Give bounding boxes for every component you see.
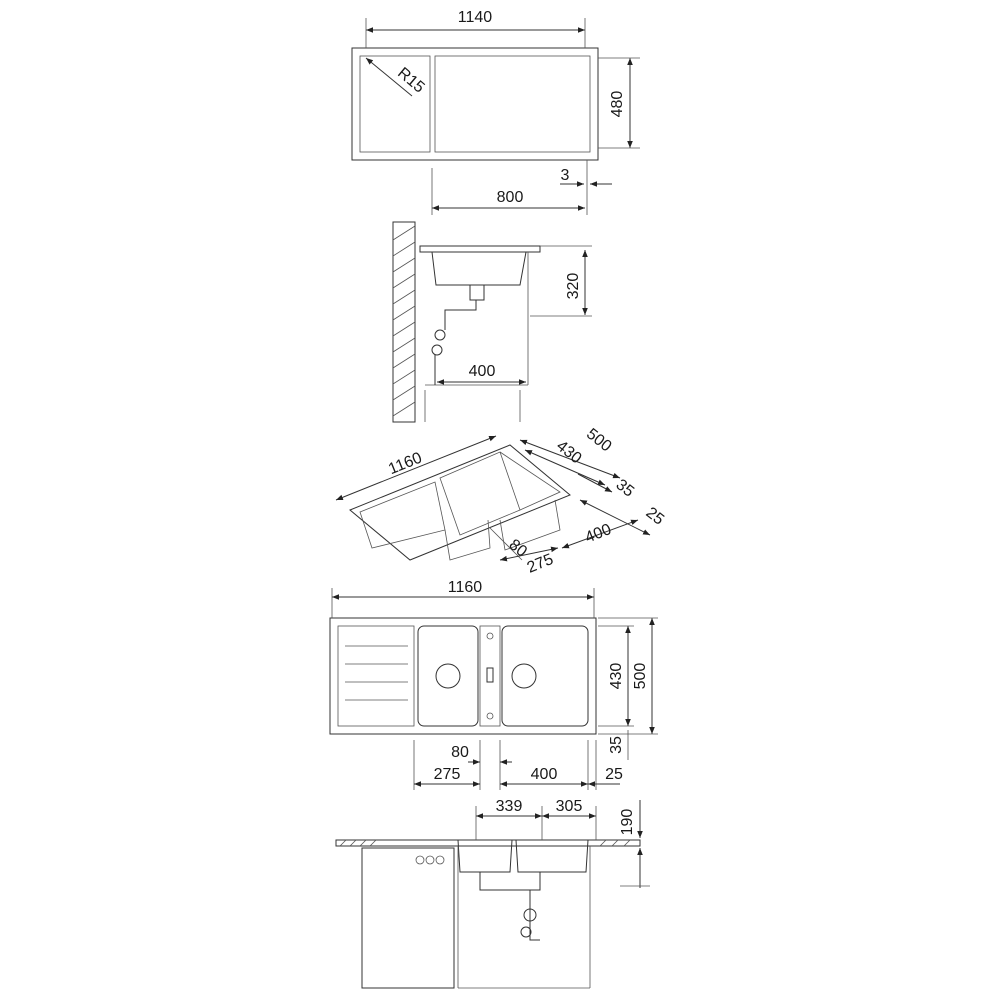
dim-section-left: 339 <box>496 798 523 815</box>
dim-top-gap: 3 <box>561 167 570 184</box>
plan-view-drainer <box>337 625 415 727</box>
dim-side-depth: 320 <box>565 273 582 300</box>
dim-iso-length: 1160 <box>386 449 424 478</box>
iso-view-bowl-large <box>499 451 561 511</box>
dim-iso-edge: 25 <box>643 504 668 528</box>
side-view-countertop <box>419 245 541 253</box>
dim-iso-divider: 80 <box>506 536 531 560</box>
dim-top-width: 1140 <box>458 9 493 26</box>
dim-iso-width-outer: 500 <box>583 426 615 456</box>
dim-section-right: 305 <box>556 798 583 815</box>
dim-plan-bowl-large: 400 <box>531 766 558 783</box>
plan-view-divider <box>479 625 501 727</box>
dim-plan-rim: 35 <box>608 736 625 754</box>
top-view-outline <box>351 47 599 161</box>
top-view-bowl-left <box>359 55 431 153</box>
dim-iso-bowl-small: 275 <box>525 551 556 577</box>
plan-view-bowl-small <box>417 625 479 727</box>
dim-plan-width-inner: 430 <box>608 663 625 690</box>
dim-top-radius: R15 <box>394 65 427 97</box>
dim-iso-rim: 35 <box>613 476 638 500</box>
dim-side-cabinet: 400 <box>469 363 496 380</box>
section-view-countertop <box>335 839 641 847</box>
section-view-dishwasher <box>361 847 455 989</box>
dim-plan-divider: 80 <box>451 744 469 761</box>
section-view-bowl-right <box>515 839 589 873</box>
top-view-bowl-right <box>434 55 591 153</box>
dim-plan-bowl-small: 275 <box>434 766 461 783</box>
plan-view-drain-right <box>511 663 537 689</box>
section-view-bowl-left <box>457 839 513 873</box>
dim-line-iso-edge <box>579 499 651 536</box>
top-view: 1140 R15 480 3 800 <box>351 9 640 215</box>
side-view-wall <box>392 221 416 423</box>
plan-view-bowl-large <box>501 625 589 727</box>
plan-view-outline <box>329 617 597 735</box>
dim-plan-width-outer: 500 <box>632 663 649 690</box>
side-view-pipe <box>444 285 485 330</box>
side-view-bowl <box>431 251 527 286</box>
dim-line-iso-length <box>335 435 497 501</box>
plan-view: 1160 430 500 35 80 275 400 25 <box>329 579 658 790</box>
iso-view-bowl-small <box>439 451 521 536</box>
plan-view-drain-left <box>435 663 461 689</box>
dim-line-radius <box>365 57 413 97</box>
section-view-pipe <box>479 872 541 941</box>
section-view: 339 305 190 <box>335 798 650 989</box>
dim-plan-length: 1160 <box>448 579 483 596</box>
side-view: 320 400 <box>392 221 592 423</box>
dim-top-height: 480 <box>609 91 626 118</box>
dim-line-iso-width-inner <box>524 449 606 486</box>
dim-section-depth: 190 <box>619 809 636 836</box>
dim-iso-bowl-large: 400 <box>583 521 614 547</box>
dim-top-bowl-width: 800 <box>497 189 524 206</box>
iso-view: 1160 500 430 35 25 80 275 400 <box>335 426 668 577</box>
iso-view-drainer <box>359 481 446 549</box>
dim-plan-edge: 25 <box>605 766 623 783</box>
